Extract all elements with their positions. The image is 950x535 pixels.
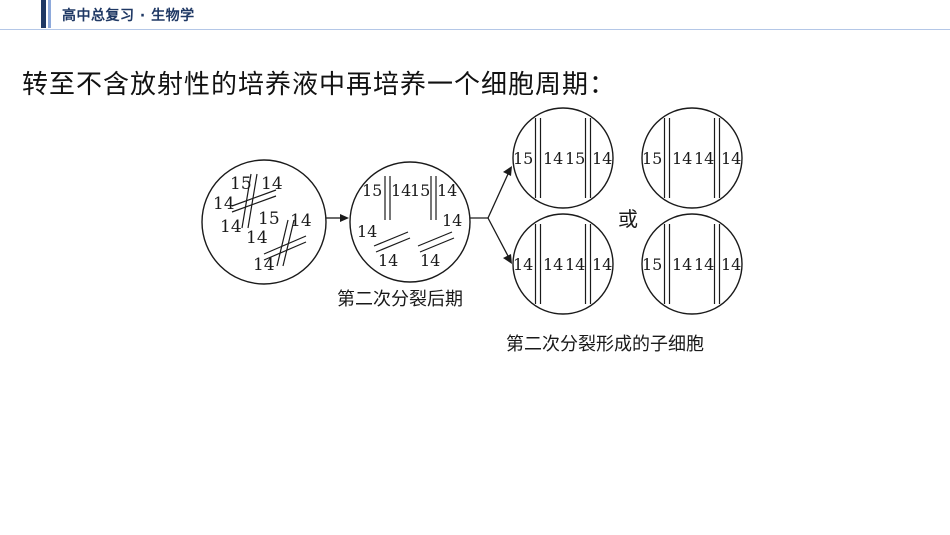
strand-label: 14 <box>543 149 563 168</box>
header-title: 高中总复习 · 生物学 <box>62 8 195 24</box>
strand-label: 14 <box>420 251 440 270</box>
daughter-cell-membrane <box>641 213 743 315</box>
strand-label: 14 <box>246 228 268 248</box>
cell-anaphase: 15 14 15 14 14 14 14 14 <box>349 161 471 283</box>
arrow-right <box>326 214 349 222</box>
strand-label: 14 <box>290 211 312 231</box>
strand-label: 15 <box>642 149 662 168</box>
header-divider <box>0 29 950 30</box>
chromatid-line <box>231 195 277 213</box>
strand-label: 15 <box>230 174 252 194</box>
strand-label: 14 <box>261 174 283 194</box>
strand-label: 15 <box>258 209 280 229</box>
strand-label: 14 <box>694 149 714 168</box>
daughter-cell-membrane <box>512 213 614 315</box>
chromatid-line <box>263 235 307 255</box>
header-accent-dark <box>41 0 46 28</box>
strand-label: 14 <box>513 255 533 274</box>
strand-label: 15 <box>362 181 382 200</box>
statement-text: 转至不含放射性的培养液中再培养一个细胞周期： <box>22 70 617 100</box>
strand-label: 14 <box>391 181 411 200</box>
strand-label: 14 <box>721 149 741 168</box>
header-bar: 高中总复习 · 生物学 <box>0 0 950 30</box>
strand-label: 14 <box>672 149 692 168</box>
strand-label: 14 <box>357 222 377 241</box>
chromatid-line <box>276 219 289 267</box>
or-label: 或 <box>618 207 638 231</box>
daughter-cell-membrane <box>641 107 743 209</box>
strand-label: 15 <box>642 255 662 274</box>
caption-daughters: 第二次分裂形成的子细胞 <box>506 334 704 355</box>
chromatid-line <box>419 237 455 253</box>
cell-anaphase-membrane <box>349 161 471 283</box>
strand-label: 14 <box>721 255 741 274</box>
strand-label: 15 <box>410 181 430 200</box>
strand-label: 14 <box>672 255 692 274</box>
caption-anaphase: 第二次分裂后期 <box>337 289 463 310</box>
chromatid-line <box>375 237 411 253</box>
chromatid-line <box>231 189 277 207</box>
strand-label: 14 <box>253 255 275 275</box>
chromatid-line <box>263 241 307 261</box>
daughter-cell-membrane <box>512 107 614 209</box>
cell-initial: 15 14 14 14 15 14 14 14 <box>201 159 327 285</box>
cell-initial-membrane <box>201 159 327 285</box>
chromatid-line <box>247 173 258 229</box>
branch-arrows <box>470 166 512 264</box>
strand-label: 14 <box>442 211 462 230</box>
chromatid-line <box>417 231 453 247</box>
strand-label: 14 <box>592 149 612 168</box>
strand-label: 14 <box>694 255 714 274</box>
strand-label: 14 <box>565 255 585 274</box>
strand-label: 14 <box>213 194 235 214</box>
strand-label: 14 <box>378 251 398 270</box>
strand-label: 14 <box>543 255 563 274</box>
strand-label: 15 <box>565 149 585 168</box>
strand-label: 14 <box>592 255 612 274</box>
header-accent-light <box>48 0 51 28</box>
strand-label: 14 <box>220 217 242 237</box>
strand-label: 14 <box>437 181 457 200</box>
strand-label: 15 <box>513 149 533 168</box>
chromatid-line <box>373 231 409 247</box>
